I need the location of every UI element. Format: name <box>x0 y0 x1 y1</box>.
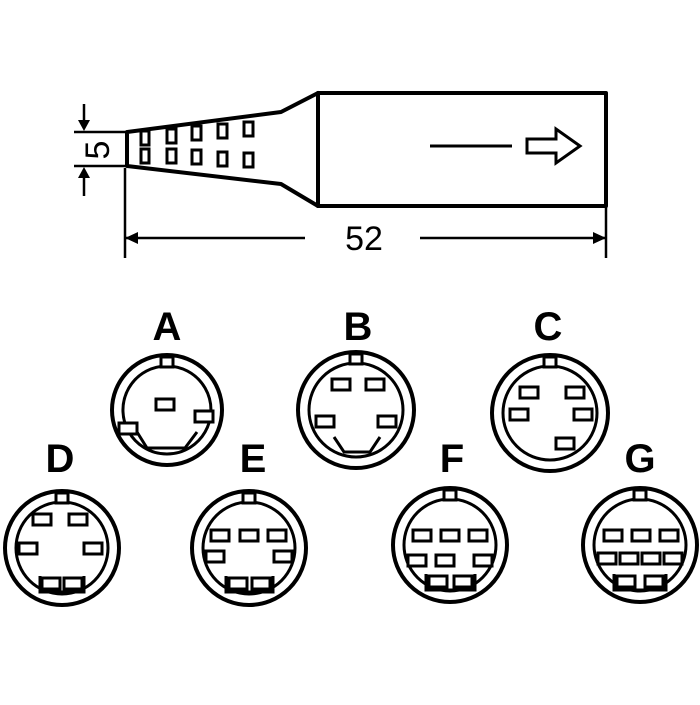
connector-d: D <box>3 437 121 607</box>
pin-slot <box>658 528 680 543</box>
connector-e-label: E <box>240 437 267 481</box>
pin-slot <box>139 147 151 165</box>
pin-slot <box>31 512 53 527</box>
pin-slot <box>242 151 255 169</box>
connector-f: F <box>391 437 509 604</box>
pin-slot <box>406 553 428 568</box>
plug-front-taper <box>125 91 320 208</box>
connector-a-bottom-key <box>135 431 199 450</box>
connector-g-bottom-key <box>612 574 668 592</box>
pin-slot <box>193 409 215 424</box>
connector-f-bottom-key <box>424 574 477 592</box>
pin-slot <box>154 397 176 412</box>
pin-slot <box>618 551 640 566</box>
pin-slot <box>67 512 89 527</box>
pin-slot <box>467 528 489 543</box>
connector-e-bottom-key <box>224 576 275 594</box>
pin-slot <box>643 574 665 589</box>
connector-g-outer-ring <box>581 486 699 604</box>
pin-slot <box>250 576 272 591</box>
pin-slot <box>572 407 594 422</box>
pin-slot <box>330 377 352 392</box>
height-dimension-label: 5 <box>79 141 117 160</box>
pin-slot <box>238 528 260 543</box>
length-dimension <box>123 168 608 258</box>
pin-slot <box>165 127 178 145</box>
pin-slot <box>439 528 461 543</box>
connector-d-bottom-key <box>38 576 86 594</box>
connector-d-key <box>54 491 70 505</box>
pin-slot <box>376 414 398 429</box>
connector-f-key <box>442 488 458 502</box>
connector-f-outer-ring <box>391 486 509 604</box>
plug-body <box>316 91 608 208</box>
connector-g-key <box>632 488 648 502</box>
pin-slot <box>216 150 229 168</box>
connector-a: A <box>110 305 224 467</box>
connector-b-label: B <box>344 305 373 349</box>
connector-a-inner-ring <box>121 364 213 456</box>
pin-slot <box>139 129 151 147</box>
connector-c: C <box>490 305 610 473</box>
connector-d-label: D <box>46 437 75 481</box>
pin-slot <box>518 385 540 400</box>
pin-slot <box>82 541 104 556</box>
pin-slot <box>314 414 336 429</box>
pin-slot <box>190 148 203 166</box>
pin-slot <box>662 551 684 566</box>
connector-b-key <box>348 352 364 366</box>
length-dimension-label: 52 <box>345 220 383 258</box>
connector-b-bottom-key <box>332 436 382 454</box>
arrow-right-icon <box>430 126 583 166</box>
pin-slot <box>204 549 226 564</box>
pin-slot <box>554 436 576 451</box>
connector-e-outer-ring <box>190 489 308 607</box>
height-dimension <box>74 104 127 196</box>
pin-slot <box>564 385 586 400</box>
connector-a-label: A <box>153 305 182 349</box>
pin-slot <box>364 377 386 392</box>
plug-pin-slots <box>139 120 255 169</box>
pin-slot <box>434 553 456 568</box>
pin-slot <box>615 574 637 589</box>
connector-e: E <box>190 437 308 607</box>
connector-b: B <box>296 305 416 470</box>
connector-a-key <box>159 355 175 369</box>
pin-slot <box>602 528 624 543</box>
pin-slot <box>472 553 494 568</box>
connector-c-outer-ring <box>490 353 610 473</box>
connector-c-key <box>542 355 558 369</box>
pin-slot <box>508 407 530 422</box>
pin-slot <box>452 574 474 589</box>
connector-c-label: C <box>534 305 563 349</box>
pin-slot <box>596 551 618 566</box>
pin-slot <box>216 122 229 140</box>
connector-g-label: G <box>624 437 655 481</box>
pin-slot <box>266 528 288 543</box>
pin-slot <box>272 549 294 564</box>
pin-slot <box>242 120 255 138</box>
pin-slot <box>165 147 178 165</box>
pin-slot <box>640 551 662 566</box>
connector-f-label: F <box>440 437 464 481</box>
pin-slot <box>117 421 139 436</box>
connector-g: G <box>581 437 699 604</box>
pin-slot <box>411 528 433 543</box>
pin-slot <box>40 576 62 591</box>
pin-slot <box>190 124 203 142</box>
pin-slot <box>62 576 84 591</box>
pin-slot <box>427 574 449 589</box>
pin-slot <box>209 528 231 543</box>
pin-slot <box>630 528 652 543</box>
connector-e-key <box>241 491 257 505</box>
pin-slot <box>17 541 39 556</box>
pin-slot <box>227 576 249 591</box>
